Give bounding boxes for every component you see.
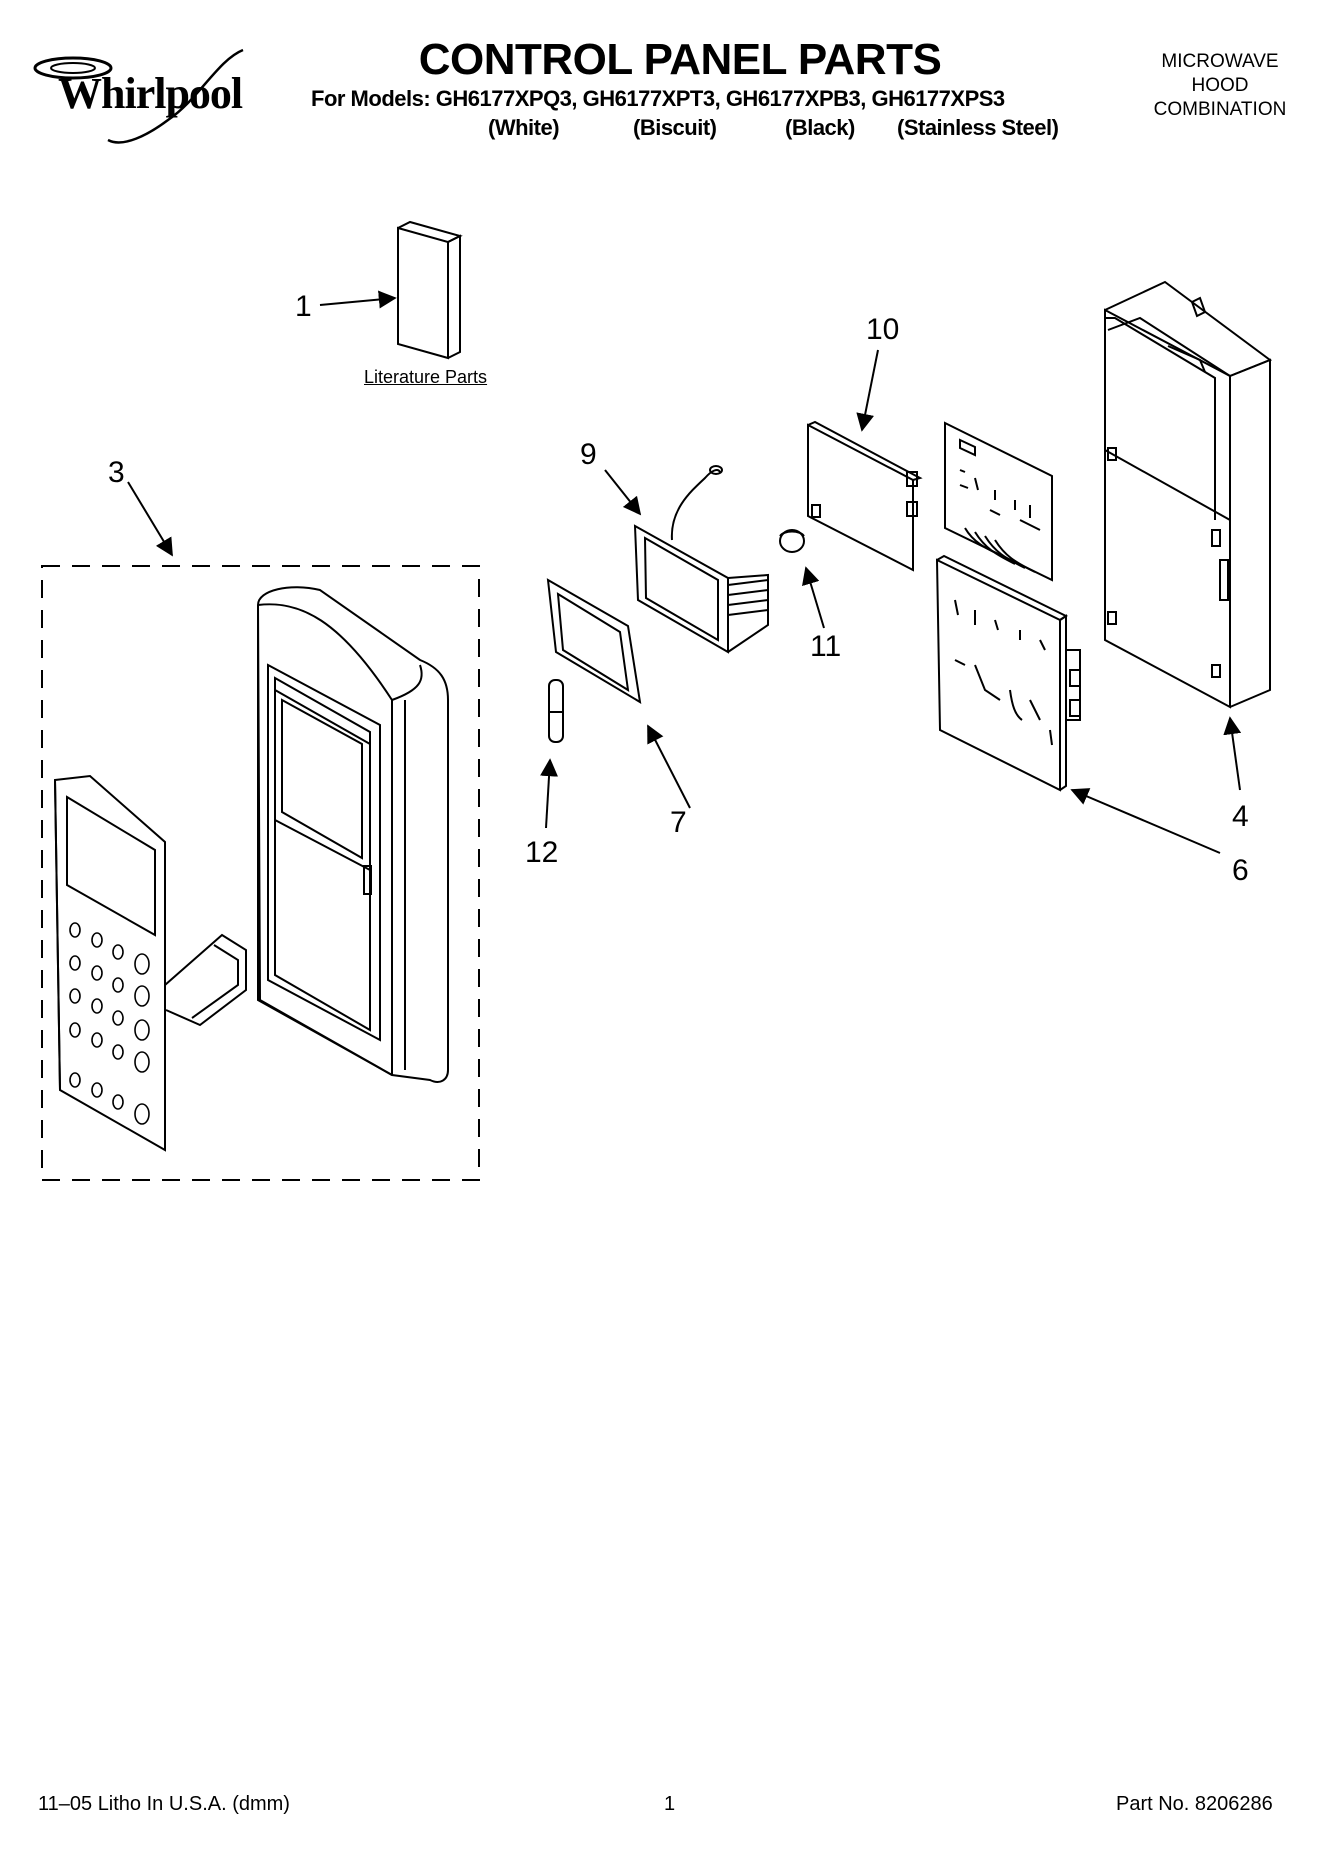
leader-12 [540, 758, 559, 829]
callout-10: 10 [866, 313, 900, 346]
callout-6: 6 [1232, 854, 1249, 887]
leader-10 [856, 349, 879, 432]
finish-stainless: (Stainless Steel) [897, 115, 1059, 140]
keypad-membrane [53, 774, 247, 1152]
callout-7: 7 [670, 806, 687, 839]
leader-6 [1070, 788, 1221, 854]
display-module [633, 465, 769, 654]
callout-4: 4 [1232, 800, 1249, 833]
literature-parts-label: Literature Parts [364, 367, 488, 387]
product-type-line-1: MICROWAVE [1161, 51, 1279, 72]
page-title: CONTROL PANEL PARTS [418, 35, 942, 84]
knob [779, 529, 805, 553]
logo-wordmark: Whirlpool [58, 69, 243, 118]
upper-circuit-board [944, 421, 1053, 582]
display-window [546, 578, 642, 704]
product-type-line-3: COMBINATION [1153, 99, 1287, 120]
whirlpool-logo: Whirlpool [28, 40, 268, 150]
literature-booklet [397, 220, 463, 360]
callout-11: 11 [810, 630, 842, 663]
callout-9: 9 [580, 438, 597, 471]
leader-4 [1223, 716, 1242, 791]
product-type-line-2: HOOD [1191, 75, 1249, 96]
print-info: 11–05 Litho In U.S.A. (dmm) [38, 1793, 290, 1815]
finish-biscuit: (Biscuit) [633, 115, 717, 140]
leader-11 [802, 566, 825, 629]
callout-1: 1 [295, 290, 312, 323]
callout-3: 3 [108, 456, 125, 489]
keypad-buttons [69, 922, 150, 1125]
finish-black: (Black) [785, 115, 855, 140]
indicator-light [548, 679, 564, 743]
leader-7 [647, 724, 691, 809]
finish-white: (White) [488, 115, 560, 140]
leader-3 [127, 481, 173, 557]
leader-9 [604, 469, 642, 516]
control-bracket [807, 420, 923, 572]
control-panel-frame [256, 586, 449, 1083]
part-number: Part No. 8206286 [1116, 1793, 1273, 1815]
callout-12: 12 [525, 836, 559, 869]
models-line: For Models: GH6177XPQ3, GH6177XPT3, GH61… [311, 86, 1005, 111]
page-number: 1 [664, 1793, 676, 1815]
control-housing [1104, 280, 1273, 709]
logo-swirl-icon [33, 48, 244, 144]
main-circuit-board [935, 554, 1081, 792]
leader-1 [319, 290, 397, 309]
part-3-group-box [41, 565, 480, 1181]
